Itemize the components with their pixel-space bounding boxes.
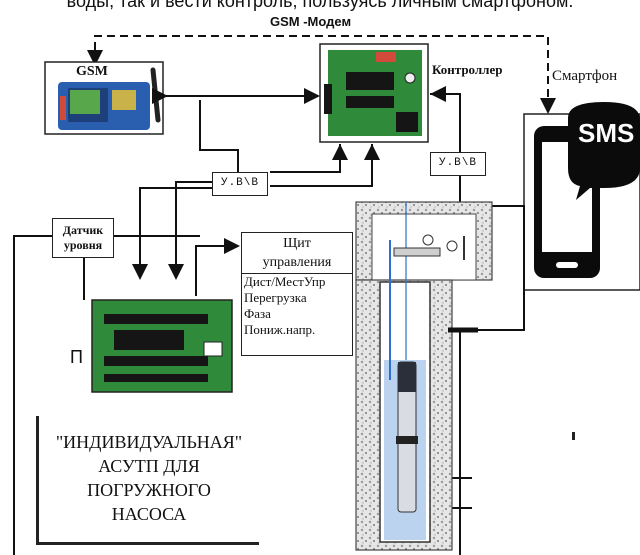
controller-board (320, 44, 428, 142)
gsm-modem-label: GSM -Модем (270, 14, 351, 29)
control-panel-box: Щит управления Дист/МестУпр Перегрузка Ф… (241, 232, 353, 356)
system-title-line: НАСОСА (39, 502, 259, 526)
control-panel-item: Перегрузка (242, 290, 352, 306)
controller-label: Контроллер (432, 62, 502, 78)
p-glyph: П (70, 347, 83, 368)
system-title-box: "ИНДИВИДУАЛЬНАЯ" АСУТП ДЛЯ ПОГРУЖНОГО НА… (36, 416, 259, 545)
control-panel-item: Пониж.напр. (242, 322, 352, 338)
smartphone-label: Смартфон (552, 68, 617, 85)
system-title-line: ПОГРУЖНОГО (39, 478, 259, 502)
system-title-line: АСУТП ДЛЯ (39, 454, 259, 478)
sms-label: SMS (578, 118, 634, 149)
well (356, 202, 492, 550)
control-panel-item: Фаза (242, 306, 352, 322)
uv-block-left: У.В\В (212, 172, 268, 196)
control-panel-title-2: управления (242, 252, 352, 274)
level-sensor: Датчик уровня (52, 218, 114, 258)
system-title-line: "ИНДИВИДУАЛЬНАЯ" (39, 430, 259, 454)
system-title: "ИНДИВИДУАЛЬНАЯ" АСУТП ДЛЯ ПОГРУЖНОГО НА… (39, 416, 259, 526)
control-panel-item: Дист/МестУпр (242, 274, 352, 290)
level-sensor-line1: Датчик (53, 223, 113, 238)
control-panel-title-1: Щит (242, 233, 352, 252)
stray-mark (572, 432, 575, 440)
level-sensor-line2: уровня (53, 238, 113, 253)
gsm-label: GSM (74, 64, 110, 80)
control-board (92, 300, 232, 392)
uv-block-right: У.В\В (430, 152, 486, 176)
